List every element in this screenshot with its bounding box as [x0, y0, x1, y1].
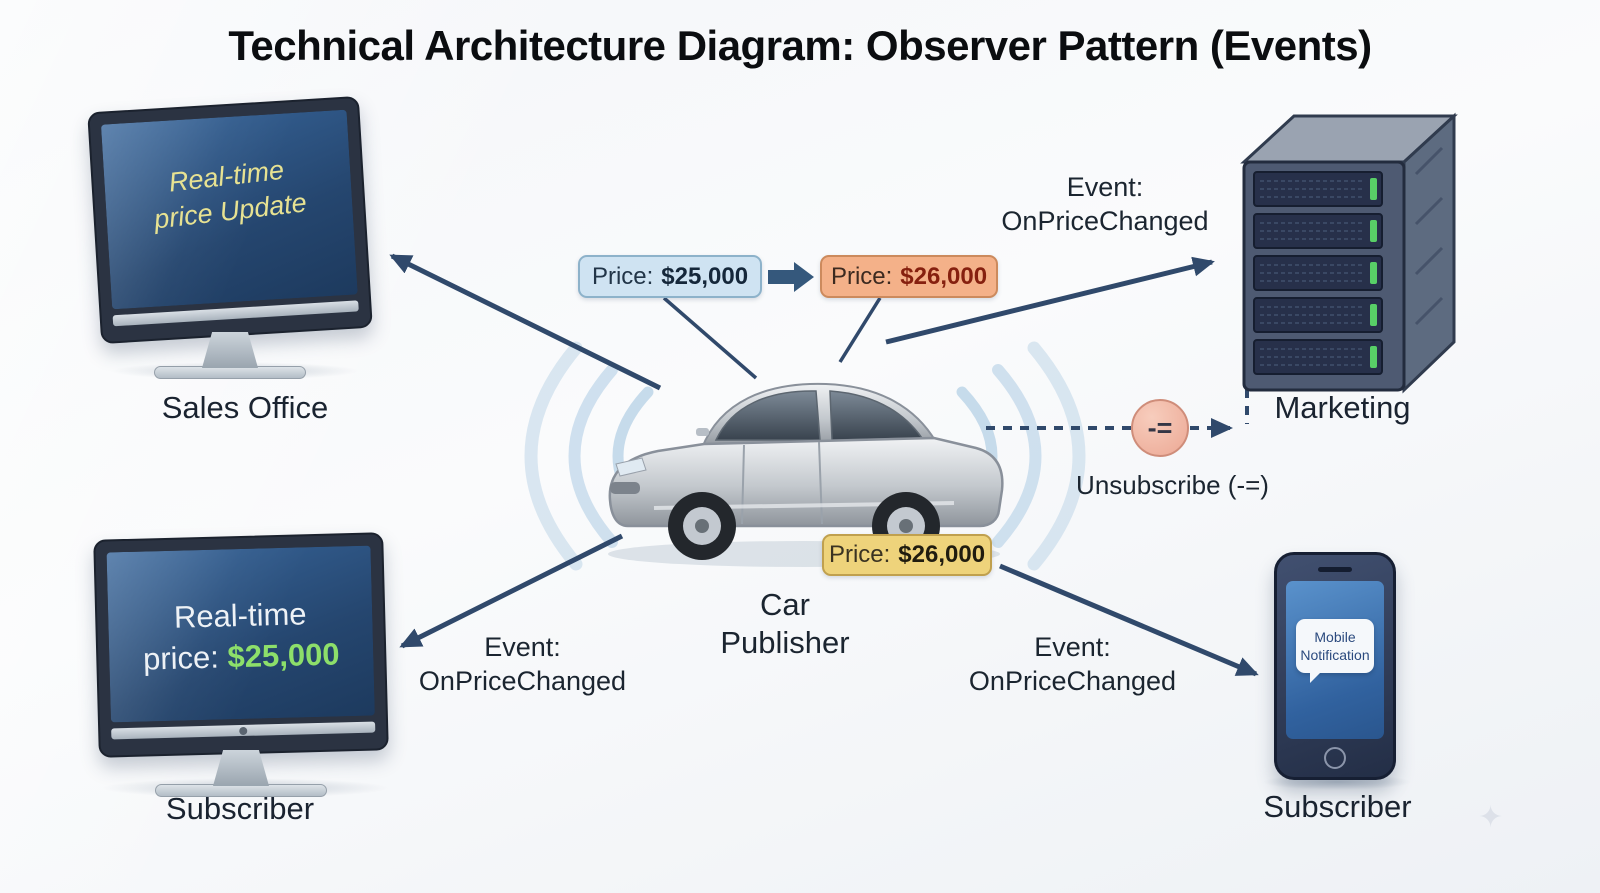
- publisher-label-line2: Publisher: [720, 625, 850, 660]
- badge-value: $26,000: [900, 262, 988, 290]
- marketing-server: [1224, 104, 1469, 399]
- badge-prefix: Price:: [830, 262, 893, 290]
- event-label-bottom-left: Event: OnPriceChanged: [405, 630, 640, 698]
- screen-message: Real-time price Update: [102, 145, 354, 242]
- unsubscribe-label: Unsubscribe (-=): [1076, 470, 1269, 500]
- notification-bubble: Mobile Notification: [1296, 619, 1374, 683]
- sales-office-monitor: Real-time price Update: [87, 95, 373, 379]
- sales-office-label: Sales Office: [161, 390, 329, 425]
- price-change-arrow-icon: [768, 262, 814, 292]
- monitor-stand: [213, 750, 269, 786]
- price-value: $25,000: [227, 636, 340, 675]
- event-line1: Event:: [1066, 172, 1144, 202]
- notify-price-badge: Price: $26,000: [822, 534, 992, 576]
- event-line1: Event:: [484, 632, 561, 662]
- event-line2: OnPriceChanged: [1001, 206, 1209, 236]
- monitor-screen: Real-time price: $25,000: [106, 545, 375, 723]
- screen-line-1: Real-time: [173, 596, 307, 635]
- event-line1: Event:: [1034, 632, 1111, 662]
- monitor-chin: [111, 721, 376, 740]
- notification-line1: Mobile: [1314, 629, 1356, 645]
- publisher-label: Car Publisher: [660, 586, 910, 662]
- monitor-bezel: Real-time price: $25,000: [93, 532, 389, 758]
- subscriber-left-monitor: Real-time price: $25,000: [93, 532, 389, 797]
- arrow-to-subscriber-left: [399, 533, 624, 649]
- event-line2: OnPriceChanged: [418, 666, 627, 696]
- subscriber-right-label: Subscriber: [1263, 789, 1412, 824]
- connector-new-price-badge: [838, 297, 882, 363]
- phone-home-button-icon: [1324, 747, 1346, 769]
- screen-message: Real-time price: $25,000: [108, 592, 374, 681]
- screen-line-2: price: $25,000: [109, 633, 374, 681]
- badge-value: $25,000: [661, 262, 749, 290]
- subscriber-left-label: Subscriber: [165, 791, 315, 826]
- unsubscribe-badge: -=: [1131, 399, 1189, 457]
- badge-prefix: Price:: [591, 262, 654, 290]
- diagram-title: Technical Architecture Diagram: Observer…: [228, 22, 1372, 69]
- event-line2: OnPriceChanged: [968, 666, 1177, 696]
- badge-prefix: Price:: [828, 541, 891, 568]
- marketing-label: Marketing: [1274, 390, 1411, 425]
- arrow-to-marketing-server: [885, 256, 1215, 345]
- server-slots: [1253, 171, 1383, 375]
- new-price-badge: Price: $26,000: [820, 255, 998, 298]
- monitor-bezel: Real-time price Update: [87, 95, 373, 345]
- monitor-stand: [202, 332, 258, 368]
- arrow-to-subscriber-phone: [999, 563, 1259, 677]
- phone-screen: Mobile Notification: [1286, 581, 1384, 739]
- connector-old-price-badge: [662, 296, 758, 380]
- subscriber-phone: Mobile Notification: [1274, 552, 1396, 780]
- old-price-badge: Price: $25,000: [578, 255, 762, 298]
- publisher-label-line1: Car: [760, 587, 810, 622]
- phone-speaker-icon: [1318, 567, 1352, 572]
- unsubscribe-symbol: -=: [1147, 412, 1173, 443]
- event-label-bottom-right: Event: OnPriceChanged: [955, 630, 1190, 698]
- webcam-icon: [239, 726, 248, 735]
- arrow-to-sales-office: [389, 253, 662, 391]
- sparkle-decoration: ✦: [1478, 801, 1504, 834]
- badge-value: $26,000: [898, 541, 986, 568]
- event-label-top-right: Event: OnPriceChanged: [990, 170, 1220, 238]
- price-prefix: price:: [142, 639, 220, 677]
- notification-line2: Notification: [1300, 647, 1370, 663]
- monitor-screen: Real-time price Update: [100, 109, 358, 310]
